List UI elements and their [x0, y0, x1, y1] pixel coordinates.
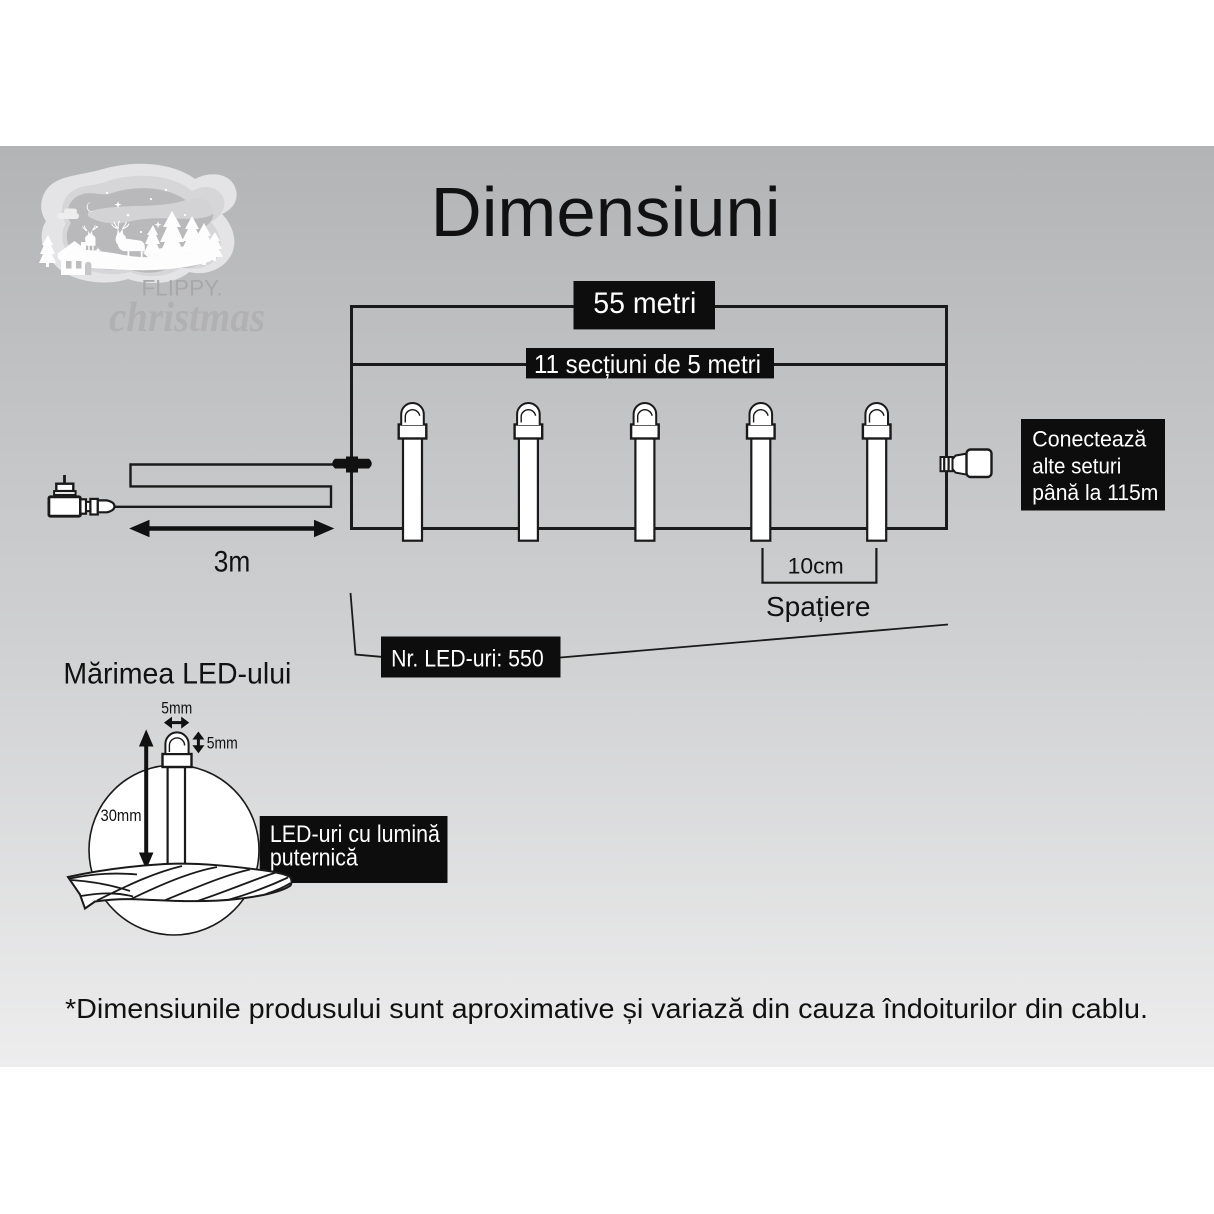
svg-text:55 metri: 55 metri: [593, 287, 696, 320]
svg-text:3m: 3m: [214, 546, 251, 579]
svg-text:*Dimensiunile produsului sunt: *Dimensiunile produsului sunt aproximati…: [65, 993, 1148, 1024]
svg-text:Spațiere: Spațiere: [766, 591, 871, 622]
svg-text:30mm: 30mm: [101, 806, 142, 825]
svg-text:LED-uri cu lumină: LED-uri cu lumină: [270, 821, 440, 848]
svg-text:11 secțiuni de 5 metri: 11 secțiuni de 5 metri: [534, 349, 761, 379]
svg-text:Nr. LED-uri: 550: Nr. LED-uri: 550: [391, 646, 544, 673]
svg-text:puternică: puternică: [270, 845, 358, 872]
svg-text:10cm: 10cm: [788, 553, 844, 578]
svg-text:Dimensiuni: Dimensiuni: [431, 173, 781, 251]
svg-text:Mărimea LED-ului: Mărimea LED-ului: [63, 658, 291, 691]
svg-text:FLIPPY.: FLIPPY.: [142, 276, 223, 301]
svg-text:alte seturi: alte seturi: [1032, 454, 1121, 479]
svg-text:christmas: christmas: [109, 295, 265, 341]
svg-text:Conectează: Conectează: [1032, 426, 1146, 451]
svg-text:5mm: 5mm: [161, 699, 192, 718]
svg-text:până la 115m: până la 115m: [1032, 480, 1158, 505]
svg-text:5mm: 5mm: [207, 734, 238, 753]
